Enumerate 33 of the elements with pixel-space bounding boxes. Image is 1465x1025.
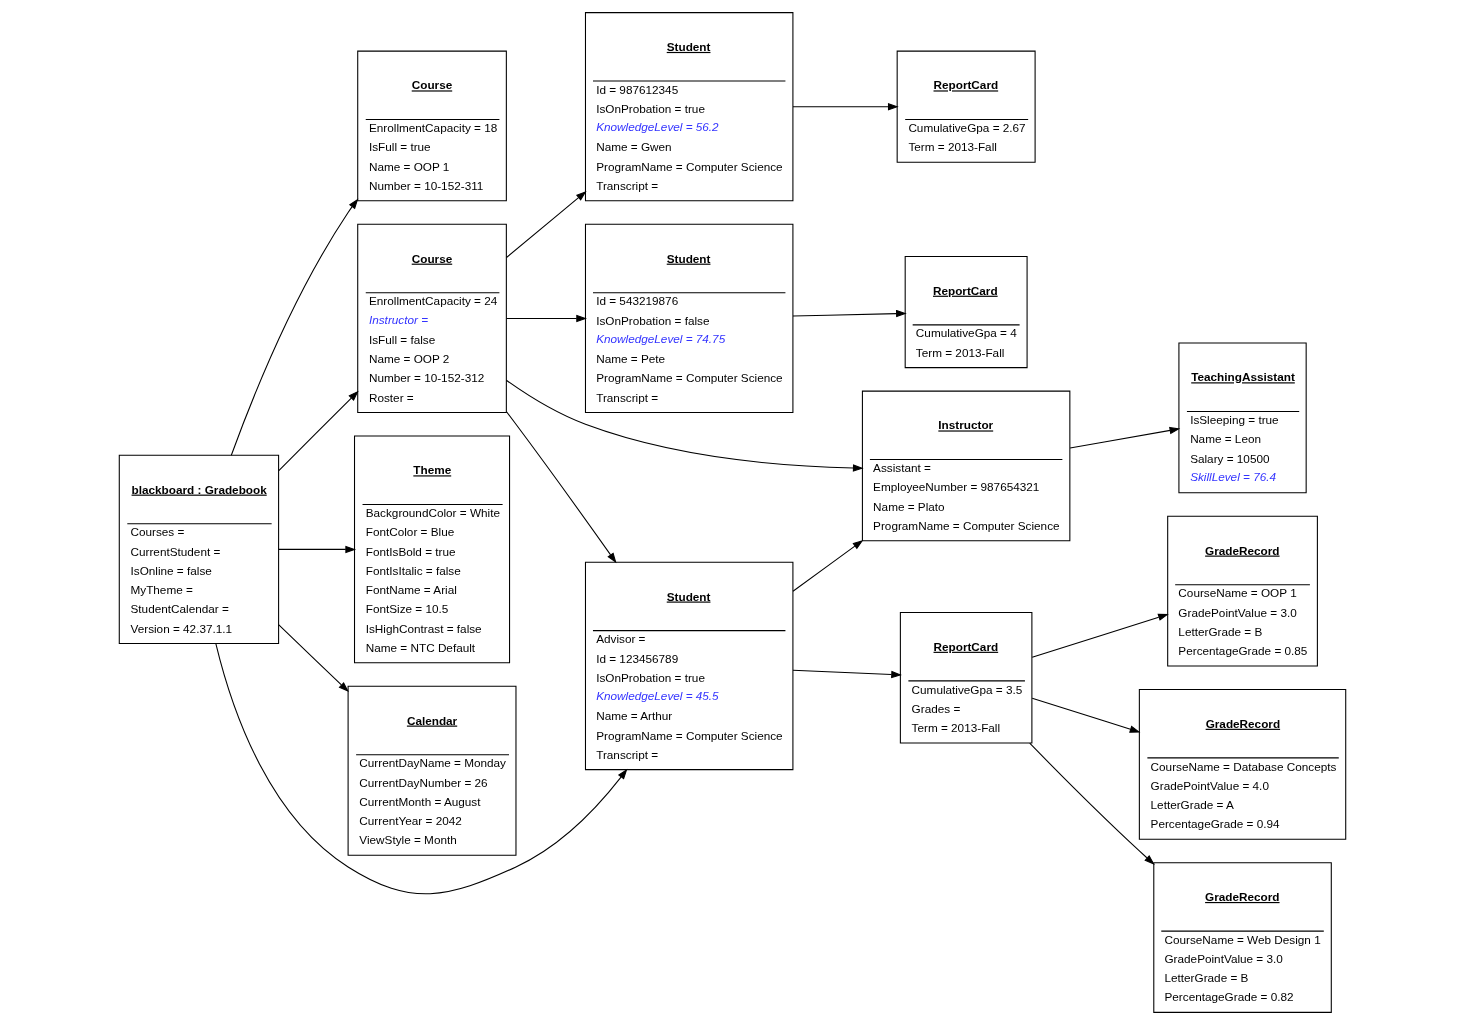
node-box: blackboard : Gradebook Courses = CurrentStudent = IsOnline = false MyTheme = StudentCalendar = Version = 42.37.1.1 — [118, 454, 280, 644]
arrow — [506, 314, 587, 323]
node-box: ReportCard CumulativeGpa = 3.5 Grades = Term = 2013-Fall — [899, 611, 1033, 744]
arrow — [792, 540, 864, 592]
node-box: Student Id = 543219876 IsOnProbation = false KnowledgeLevel = 74.75 Name = Pete ProgramName = Computer Science Transcript = — [584, 223, 794, 414]
node-box: GradeRecord CourseName = OOP 1 GradePointValue = 3.0 LetterGrade = B PercentageGrade = 0.85 — [1167, 515, 1318, 667]
arrow — [1029, 742, 1155, 865]
arrow — [278, 545, 357, 554]
arrow — [278, 624, 349, 693]
arrow — [278, 390, 359, 472]
node-box: ReportCard CumulativeGpa = 2.67 Term = 2013-Fall — [896, 50, 1036, 163]
node-box: TeachingAssistant IsSleeping = true Name = Leon Salary = 10500 SkillLevel = 76.4 — [1178, 342, 1307, 494]
arrow — [215, 643, 628, 895]
node-box: Student Id = 987612345 IsOnProbation = true KnowledgeLevel = 56.2 Name = Gwen ProgramName = Computer Science Transcript = — [584, 12, 794, 202]
node-box: ReportCard CumulativeGpa = 4 Term = 2013-Fall — [904, 255, 1028, 369]
arrow — [1031, 697, 1141, 733]
arrow — [1069, 426, 1181, 449]
node-box: GradeRecord CourseName = Web Design 1 GradePointValue = 3.0 LetterGrade = B PercentageGrade = 0.82 — [1153, 862, 1332, 1013]
node-box: Course EnrollmentCapacity = 18 IsFull = true Name = OOP 1 Number = 10-152-311 — [357, 50, 507, 202]
node-box: Student Advisor = Id = 123456789 IsOnProbation = true KnowledgeLevel = 45.5 Name = Arthur ProgramName = Computer Science Transcript = — [584, 561, 794, 771]
arrow — [505, 379, 864, 472]
arrow — [792, 309, 907, 318]
arrow — [506, 411, 617, 564]
node-box: Instructor Assistant = EmployeeNumber = 987654321 Name = Plato ProgramName = Computer Science — [861, 390, 1071, 542]
arrow — [230, 198, 359, 456]
arrow — [792, 669, 902, 679]
node-box: Calendar CurrentDayName = Monday CurrentDayNumber = 26 CurrentMonth = August CurrentYear = 2042 ViewStyle = Month — [347, 685, 517, 856]
arrow — [792, 102, 899, 111]
node-box: Course EnrollmentCapacity = 24 Instructor = IsFull = false Name = OOP 2 Number = 10-152-312 Roster = — [357, 223, 507, 414]
node-box: GradeRecord CourseName = Database Concepts GradePointValue = 4.0 LetterGrade = A PercentageGrade = 0.94 — [1138, 688, 1347, 840]
arrow — [1031, 613, 1169, 658]
node-box: Theme BackgroundColor = White FontColor = Blue FontIsBold = true FontIsItalic = false FontName = Arial FontSize = 10.5 IsHighContrast = false Name = NTC Default — [354, 435, 511, 664]
arrow — [506, 191, 587, 258]
